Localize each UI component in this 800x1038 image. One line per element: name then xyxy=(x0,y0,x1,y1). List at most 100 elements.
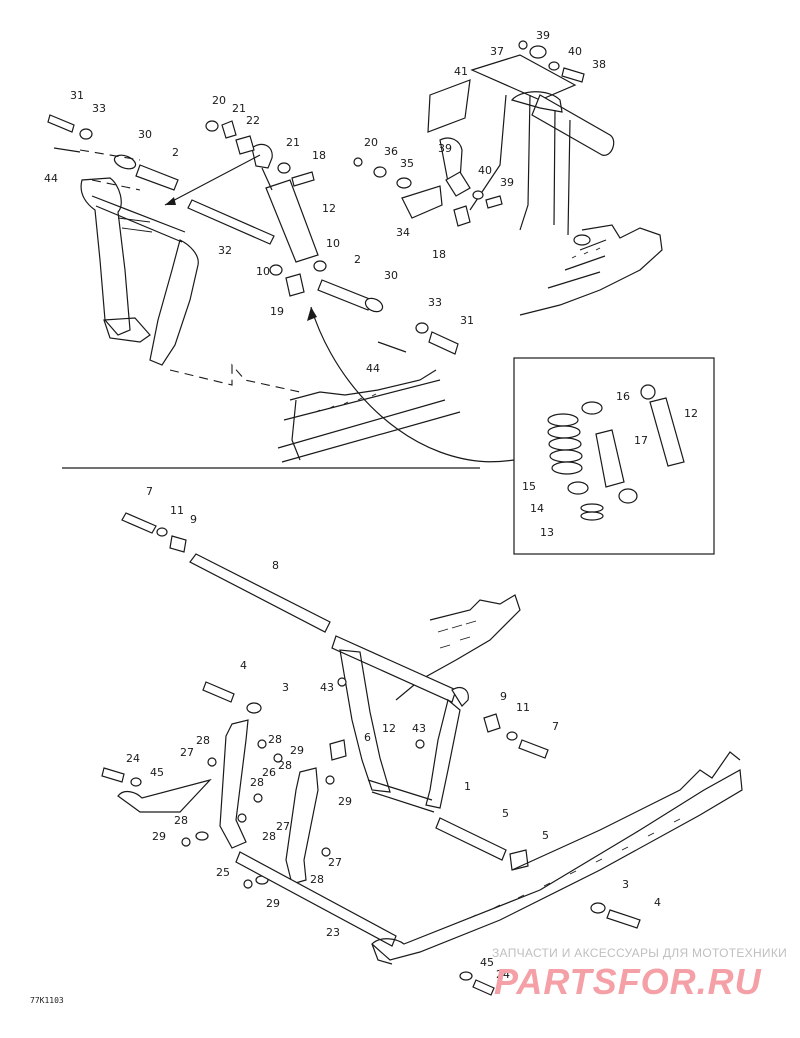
bolt-27-a xyxy=(207,757,217,767)
shock-absorber-12 xyxy=(265,179,319,263)
washer-45-left xyxy=(130,777,142,787)
callout: 2 xyxy=(172,146,179,159)
inset-leader-curve xyxy=(310,306,515,463)
callout: 30 xyxy=(138,128,152,141)
rear-arm-right-leg xyxy=(425,698,461,809)
callout: 5 xyxy=(502,807,509,820)
callout: 5 xyxy=(542,829,549,842)
spacer-40-b xyxy=(472,190,484,200)
upper-right-assembly xyxy=(353,40,663,316)
callout: 25 xyxy=(216,866,230,879)
callout: 12 xyxy=(382,722,396,735)
callout: 44 xyxy=(366,362,380,375)
crossbar-41-top xyxy=(470,54,577,101)
shaft-32 xyxy=(187,199,275,245)
callout: 29 xyxy=(152,830,166,843)
nut-43-b xyxy=(415,739,425,749)
rail-upper-right xyxy=(395,594,521,701)
callout: 27 xyxy=(180,746,194,759)
washer-21-b xyxy=(277,162,291,174)
shock-eye-inset xyxy=(640,384,656,400)
watermark-brand: PARTSFOR.RU xyxy=(494,961,762,1002)
callout: 6 xyxy=(364,731,371,744)
bolt-27-c xyxy=(321,847,331,857)
bolt-39-b xyxy=(485,195,503,209)
callout: 21 xyxy=(286,136,300,149)
bolt-24-left xyxy=(101,767,125,783)
nut-28-a xyxy=(257,739,267,749)
nut-28-c xyxy=(237,813,247,823)
nut-29-c xyxy=(243,879,253,889)
callout: 15 xyxy=(522,480,536,493)
callout-labels: 31 33 30 2 44 20 21 22 21 18 12 32 10 10… xyxy=(44,29,698,981)
washer-30-upper xyxy=(113,154,137,170)
callout: 2 xyxy=(354,253,361,266)
callout: 28 xyxy=(196,734,210,747)
callout: 38 xyxy=(592,58,606,71)
callout: 39 xyxy=(500,176,514,189)
crossbar-tube-lower xyxy=(331,635,457,703)
front-arm-crossbar xyxy=(91,195,186,243)
callout: 34 xyxy=(396,226,410,239)
bolt-7-right xyxy=(518,739,549,759)
rear-arm-left-leg xyxy=(339,649,391,793)
washer-33-lower xyxy=(415,322,429,334)
washer-30-lower xyxy=(364,297,384,313)
callout: 11 xyxy=(516,701,530,714)
callout: 20 xyxy=(364,136,378,149)
callout: 44 xyxy=(44,172,58,185)
bolt-38 xyxy=(561,67,585,83)
callout: 27 xyxy=(276,820,290,833)
callout: 20 xyxy=(212,94,226,107)
callout: 43 xyxy=(320,681,334,694)
callout: 26 xyxy=(262,766,276,779)
spacer-35 xyxy=(396,177,412,189)
spring-15 xyxy=(547,413,583,475)
callout: 24 xyxy=(126,752,140,765)
callout: 17 xyxy=(634,434,648,447)
front-arm-right-leg xyxy=(149,239,199,366)
bushing-19 xyxy=(285,273,305,297)
bushing-22 xyxy=(235,135,255,155)
pin-44-upper xyxy=(53,147,81,153)
spacer-36 xyxy=(373,166,387,178)
bump-stop-17 xyxy=(595,429,625,488)
callout: 30 xyxy=(384,269,398,282)
spacer-40-top xyxy=(548,61,560,71)
callout: 31 xyxy=(460,314,474,327)
washer-11-right xyxy=(506,731,518,741)
cap-39-top xyxy=(529,45,547,59)
shaft-23 xyxy=(235,851,397,947)
rail-tip-left xyxy=(117,778,212,813)
callout: 10 xyxy=(326,237,340,250)
callout: 22 xyxy=(246,114,260,127)
rail-fragment-upper xyxy=(277,379,461,463)
front-arm-foot xyxy=(103,317,151,343)
callout: 9 xyxy=(190,513,197,526)
tube-end-right xyxy=(573,234,591,246)
spacer-6-left xyxy=(329,739,347,761)
bolt-18-b xyxy=(453,205,471,227)
callout: 35 xyxy=(400,157,414,170)
link-plate-41 xyxy=(427,79,471,133)
callout: 29 xyxy=(266,897,280,910)
callout: 45 xyxy=(480,956,494,969)
callout: 39 xyxy=(438,142,452,155)
nut-29-b xyxy=(181,837,191,847)
inset-shock-components xyxy=(307,306,715,555)
bolt-7-top xyxy=(121,512,157,534)
bolt-24-right xyxy=(472,979,495,996)
callout: 33 xyxy=(428,296,442,309)
callout: 23 xyxy=(326,926,340,939)
callout: 3 xyxy=(282,681,289,694)
nut-29-a xyxy=(325,775,335,785)
nut-28-b xyxy=(273,753,283,763)
inset-frame xyxy=(513,357,715,555)
callout: 28 xyxy=(262,830,276,843)
rod-5 xyxy=(435,817,507,861)
crossbar-tube-right xyxy=(531,94,615,156)
callout: 14 xyxy=(530,502,544,515)
watermark-tagline: ЗАПЧАСТИ И АКСЕССУАРЫ ДЛЯ МОТОТЕХНИКИ xyxy=(492,946,787,960)
callout: 21 xyxy=(232,102,246,115)
callout: 43 xyxy=(412,722,426,735)
